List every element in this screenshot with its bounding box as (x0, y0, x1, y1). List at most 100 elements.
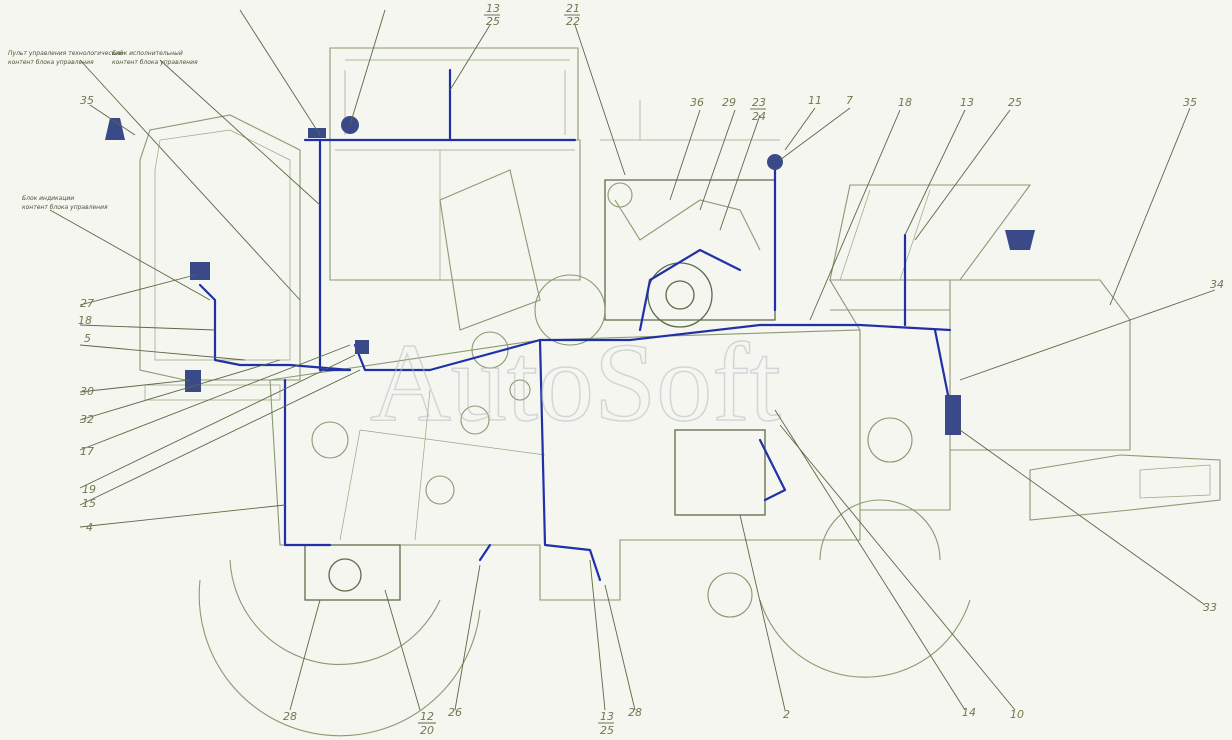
rear-hood-panel (830, 280, 951, 450)
drum-pulley (471, 331, 509, 369)
engine-lamp-icon (767, 154, 783, 170)
callout-13-top: 13 (486, 2, 500, 15)
callout-22: 22 (566, 15, 580, 28)
support-struts (839, 189, 931, 281)
leader-36 (669, 109, 701, 201)
callout-27: 27 (80, 297, 94, 310)
cab-step (144, 384, 281, 401)
beacon-left-icon (105, 118, 125, 140)
callout-25-top: 25 (486, 15, 500, 28)
note-left-mid-1: Блок индикации (22, 195, 74, 202)
leader-13t (449, 24, 491, 91)
leader-35l (89, 104, 136, 136)
leader-5 (79, 344, 246, 361)
leader-26 (454, 564, 481, 711)
harness-front-lower (283, 378, 332, 547)
callout-13-right: 13 (960, 96, 974, 109)
rear-lamp-icon (945, 395, 961, 435)
leader-14 (774, 409, 966, 711)
spreader-plate (1139, 464, 1211, 499)
engine-flywheel (647, 262, 713, 328)
callout-11: 11 (808, 94, 822, 107)
callout-35-left: 35 (80, 94, 94, 107)
note-mid-top-2: контент блока управления (112, 59, 198, 66)
beacon-mount-icon (308, 128, 326, 138)
harness-battery (758, 438, 787, 502)
leader-27 (79, 274, 196, 306)
callout-33: 33 (1203, 601, 1217, 614)
callout-5: 5 (84, 332, 91, 345)
straw-spreader (1029, 454, 1221, 521)
harness-cab-floor (198, 283, 352, 372)
gearbox (304, 544, 401, 601)
leader-lines (49, 9, 1216, 711)
rear-wheel-top (819, 499, 941, 561)
beacon-right-icon (1005, 230, 1035, 250)
leader-note1 (79, 59, 301, 301)
callout-21: 21 (566, 2, 580, 15)
cab-lamp-icon (185, 370, 201, 392)
callout-15: 15 (82, 497, 96, 510)
leader-18r (809, 109, 901, 321)
leader-19 (79, 354, 356, 489)
callout-23: 23 (752, 96, 766, 109)
note-left-top-2: контент блока управления (8, 59, 94, 66)
note-left-mid-2: контент блока управления (22, 204, 108, 211)
leader-note3 (49, 209, 211, 301)
gearbox-gear (328, 558, 362, 592)
rear-hood (829, 279, 1131, 511)
harness-lower (538, 338, 602, 582)
cab-indicator-icon (190, 262, 210, 280)
leader-10 (779, 424, 1016, 711)
callout-35-right: 35 (1183, 96, 1197, 109)
callout-36: 36 (690, 96, 704, 109)
callout-29: 29 (722, 96, 736, 109)
leader-25r (914, 109, 1011, 241)
engine-pipes (614, 199, 761, 251)
leader-30 (79, 379, 191, 393)
engine-hub (665, 280, 695, 310)
leader-34 (959, 289, 1216, 381)
leader-28a (289, 599, 321, 711)
fan-pulley (311, 421, 349, 459)
inner-frame (339, 389, 546, 541)
callout-17: 17 (80, 445, 94, 458)
callout-4: 4 (86, 521, 93, 534)
feeder-house (439, 169, 541, 331)
leader-33 (959, 429, 1206, 606)
grain-tank-body (329, 139, 581, 281)
leader-2 (739, 514, 786, 711)
leader-top2 (349, 9, 386, 126)
beater-pulley (460, 405, 490, 435)
front-wheel-arc (198, 579, 481, 737)
small-pulley (509, 379, 531, 401)
threshing-drum (534, 274, 606, 346)
callout-19: 19 (82, 483, 96, 496)
watermark-text: AutoSoft (370, 321, 781, 445)
callout-18-right: 18 (898, 96, 912, 109)
tank-rail-inner (344, 59, 570, 135)
callout-25-right: 25 (1008, 96, 1022, 109)
callout-13-bottom: 13 (600, 710, 614, 723)
callout-10: 10 (1010, 708, 1024, 721)
auger-pulley (425, 475, 455, 505)
callout-14: 14 (962, 706, 976, 719)
callout-24: 24 (752, 110, 766, 123)
leader-11 (784, 107, 816, 151)
engine-block (604, 179, 776, 321)
note-left-top-1: Пульт управления технологический (8, 50, 123, 57)
control-unit-icon (355, 340, 369, 354)
leader-note2 (159, 59, 321, 206)
grain-tank-panel (335, 149, 575, 280)
cab-outline (139, 114, 301, 381)
leader-13r (904, 109, 966, 236)
callout-34: 34 (1210, 278, 1224, 291)
engine-pulley (607, 182, 633, 208)
leader-15 (79, 369, 361, 506)
callout-28-right: 28 (628, 706, 642, 719)
harness-sensor (478, 543, 492, 562)
callout-18-left: 18 (78, 314, 92, 327)
callout-26: 26 (448, 706, 462, 719)
harness-cab-down (318, 138, 352, 372)
